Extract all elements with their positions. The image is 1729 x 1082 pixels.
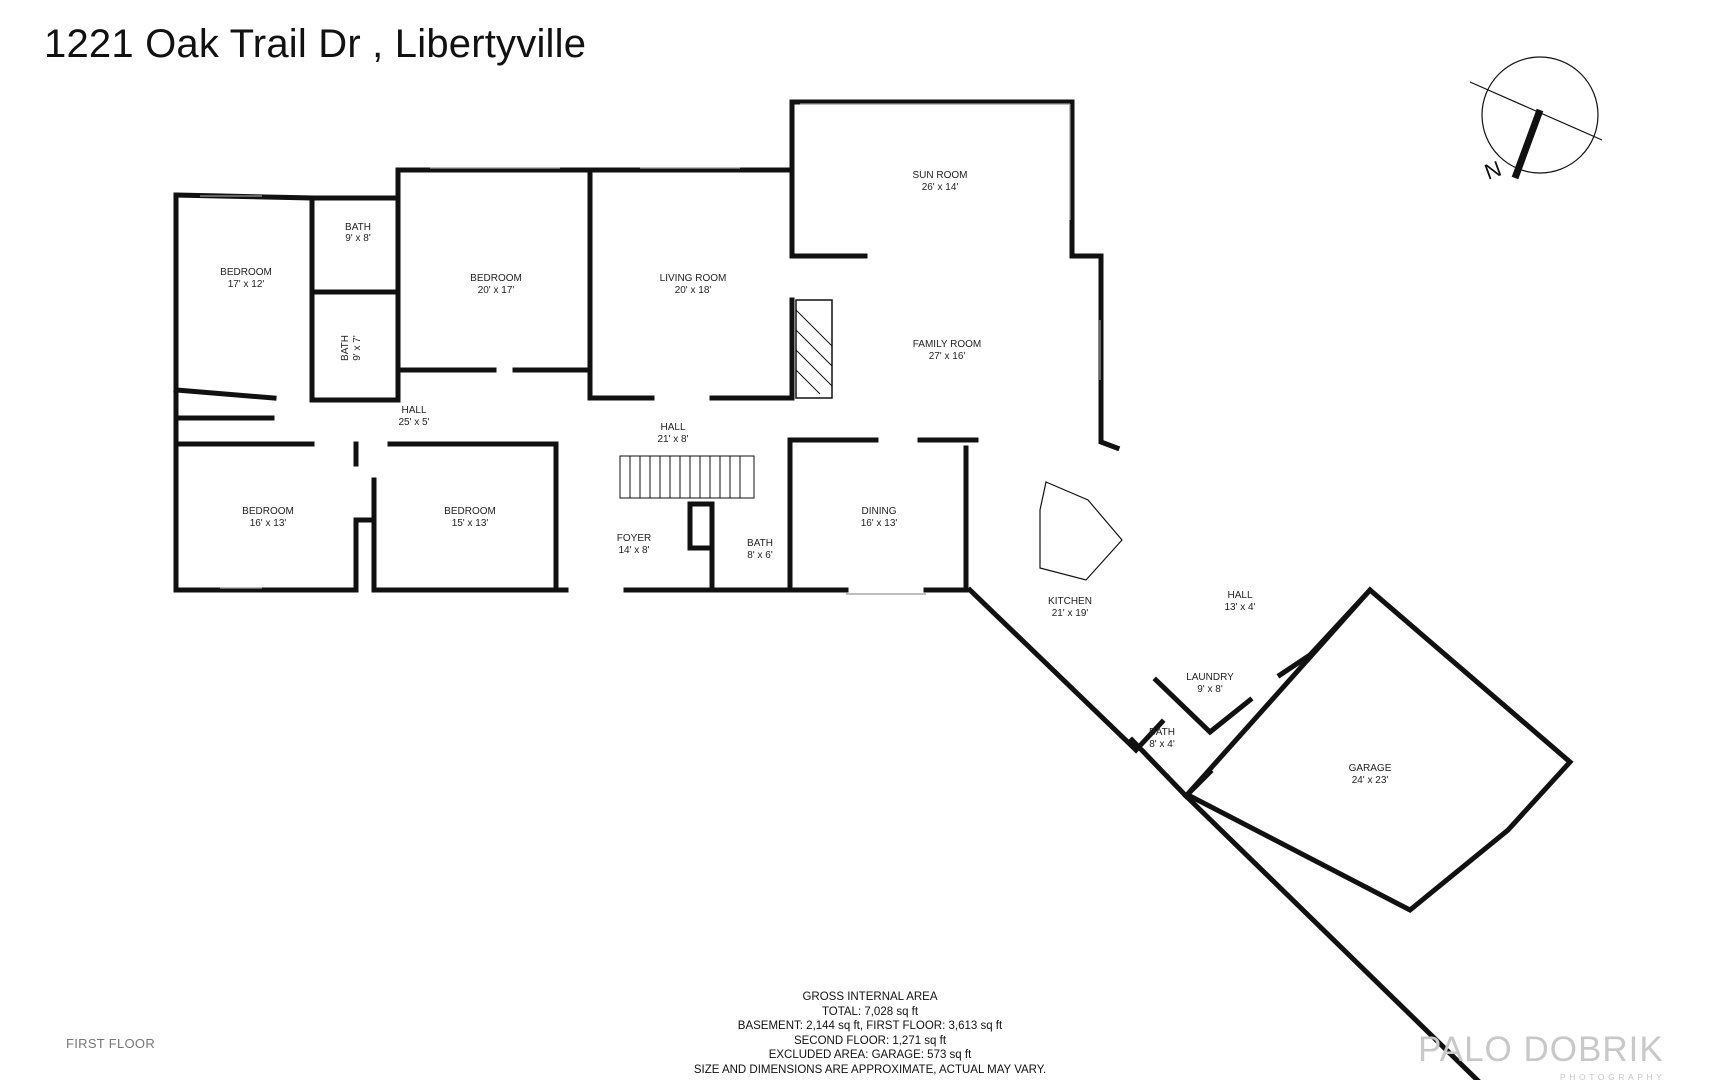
garage-wall (1182, 586, 1574, 913)
room-name: BATH (345, 222, 371, 233)
bedroom2-west-wall (395, 167, 497, 373)
floor-label: FIRST FLOOR (66, 1036, 156, 1051)
room-name: BEDROOM (242, 506, 294, 517)
compass-label: N (1481, 156, 1504, 185)
compass-ring (1481, 56, 1599, 174)
room-dim: 20' x 18' (675, 285, 712, 296)
bedroom3-south (173, 517, 377, 593)
fireplace (795, 299, 833, 399)
room-dim: 9' x 7' (352, 335, 363, 361)
room-dim: 15' x 13' (452, 518, 489, 529)
north-wall-a (309, 167, 593, 201)
living-north-wall (587, 167, 868, 259)
room-dim: 27' x 16' (929, 351, 966, 362)
room-name: FAMILY ROOM (913, 339, 982, 350)
laundry-wall (1152, 676, 1254, 736)
room-name: BEDROOM (470, 273, 522, 284)
room-dim: 8' x 4' (1149, 739, 1175, 750)
room-dim: 16' x 13' (861, 518, 898, 529)
room-dim: 16' x 13' (250, 518, 287, 529)
area-line: BASEMENT: 2,144 sq ft, FIRST FLOOR: 3,61… (737, 1020, 1003, 1033)
room-name: BATH (340, 335, 351, 361)
room-dim: 24' x 23' (1352, 775, 1389, 786)
room-name: HALL (660, 422, 685, 433)
room-dim: 17' x 12' (228, 279, 265, 290)
room-name: BATH (1149, 727, 1175, 738)
bath3-wall (709, 501, 793, 593)
room-name: BATH (747, 538, 773, 549)
kitchen-island (1039, 481, 1123, 581)
compass-needle (1511, 108, 1544, 180)
laundry-north (1276, 586, 1374, 679)
walls (173, 99, 1574, 1080)
dining-south (923, 445, 969, 593)
compass: N (1469, 56, 1603, 185)
room-dim: 25' x 5' (398, 417, 429, 428)
brand-logo: PALO DOBRIK PHOTOGRAPHY (1418, 1030, 1708, 1082)
area-heading: GROSS INTERNAL AREA (802, 991, 938, 1003)
sunroom-wall (789, 99, 1121, 452)
room-dim: 9' x 8' (345, 233, 371, 244)
area-line: SECOND FLOOR: 1,271 sq ft (793, 1034, 947, 1047)
brand-name: PALO DOBRIK (1418, 1030, 1664, 1069)
bedroom4-wall (371, 441, 559, 593)
windows (200, 103, 1101, 595)
room-name: FOYER (617, 533, 651, 544)
room-dim: 8' x 6' (747, 550, 773, 561)
room-labels: SUN ROOM 26' x 14' BATH 9' x 8' BEDROOM … (220, 170, 1392, 786)
room-name: HALL (1227, 590, 1252, 601)
room-dim: 21' x 8' (657, 434, 688, 445)
room-name: BEDROOM (444, 506, 496, 517)
room-name: GARAGE (1349, 763, 1392, 774)
area-summary: GROSS INTERNAL AREA TOTAL: 7,028 sq ft B… (650, 990, 1090, 1078)
area-line: TOTAL: 7,028 sq ft (821, 1005, 919, 1018)
room-name: LIVING ROOM (660, 273, 727, 284)
area-line: EXCLUDED AREA: GARAGE: 573 sq ft (768, 1049, 972, 1062)
room-name: LAUNDRY (1186, 672, 1234, 683)
garage-south (1182, 792, 1481, 1080)
brand-sub: PHOTOGRAPHY (1560, 1072, 1666, 1082)
living-east-wall (709, 297, 795, 401)
foyer-wall (623, 501, 715, 593)
page-title: 1221 Oak Trail Dr , Libertyville (44, 22, 587, 66)
room-name: BEDROOM (220, 267, 272, 278)
room-name: DINING (862, 506, 897, 517)
room-dim: 21' x 19' (1052, 608, 1089, 619)
room-dim: 13' x 4' (1224, 602, 1255, 613)
room-name: KITCHEN (1048, 596, 1092, 607)
room-dim: 20' x 17' (478, 285, 515, 296)
room-dim: 26' x 14' (922, 182, 959, 193)
dining-west (787, 437, 849, 593)
area-line: SIZE AND DIMENSIONS ARE APPROXIMATE, ACT… (693, 1063, 1047, 1076)
kitchen-diagonal (966, 586, 1166, 754)
room-dim: 14' x 8' (618, 545, 649, 556)
bedroom1-south (173, 387, 277, 401)
room-dim: 9' x 8' (1197, 684, 1223, 695)
room-name: HALL (401, 405, 426, 416)
bath2-box (309, 289, 401, 403)
staircase (619, 455, 755, 499)
room-name: SUN ROOM (913, 170, 968, 181)
